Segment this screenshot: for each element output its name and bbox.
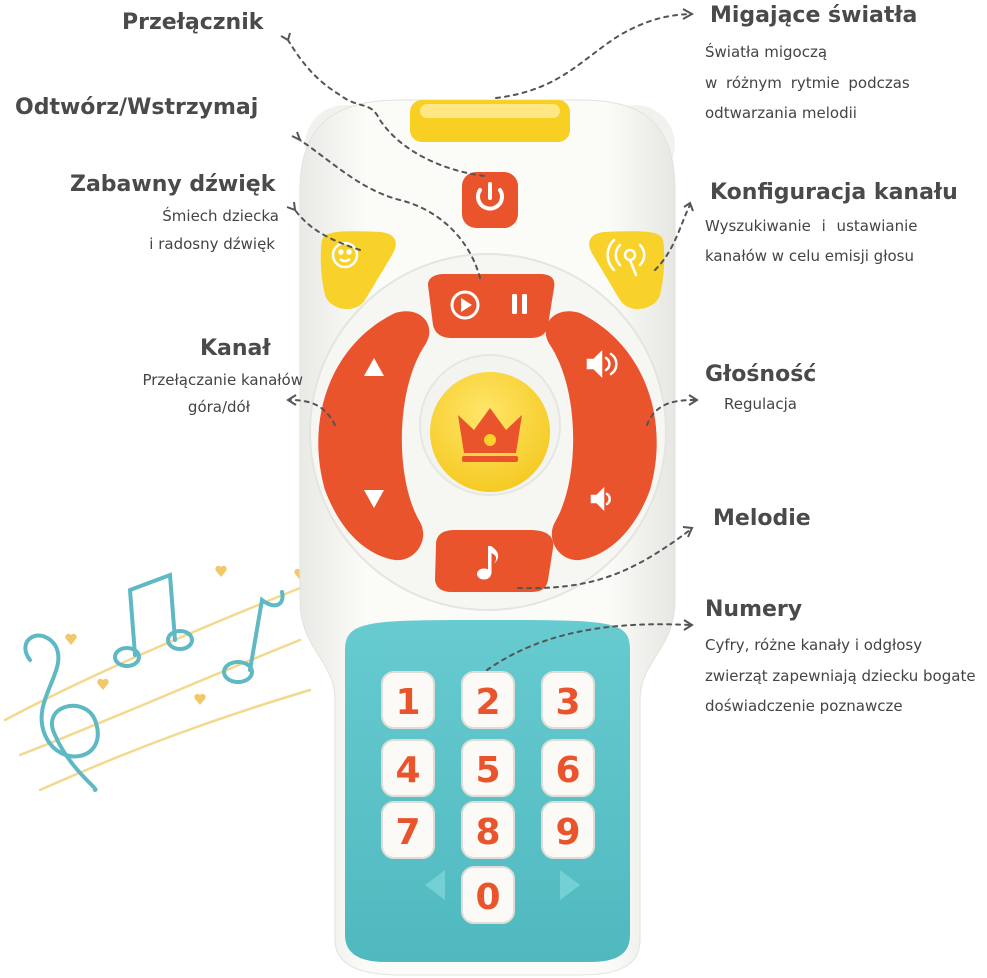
power-button[interactable] bbox=[462, 172, 518, 228]
blinking-lights-label-line3: odtwarzania melodii bbox=[705, 104, 857, 122]
melodies-button[interactable] bbox=[435, 530, 554, 592]
channel-config-label-title: Konfiguracja kanału bbox=[710, 180, 958, 205]
keypad-button-2[interactable]: 2 bbox=[461, 671, 515, 729]
channel-label-line1: Przełączanie kanałów bbox=[142, 371, 303, 389]
power-icon bbox=[476, 182, 504, 211]
keypad-digit: 1 bbox=[395, 682, 420, 723]
numbers-label-line1: Cyfry, różne kanały i odgłosy bbox=[705, 636, 923, 654]
fun-sound-label-line1: Śmiech dziecka bbox=[162, 207, 279, 225]
pause-icon bbox=[512, 294, 527, 314]
keypad-button-1[interactable]: 1 bbox=[381, 671, 435, 729]
play-icon bbox=[450, 290, 480, 320]
keypad-button-5[interactable]: 5 bbox=[461, 739, 515, 797]
baby-face-icon bbox=[331, 241, 359, 269]
keypad-digit: 3 bbox=[555, 682, 580, 723]
numbers-label-title: Numery bbox=[705, 597, 803, 622]
keypad-button-9[interactable]: 9 bbox=[541, 801, 595, 859]
channel-config-label-line1: Wyszukiwanie i ustawianie bbox=[705, 217, 918, 235]
blinking-lights-label-line2: w różnym rytmie podczas bbox=[705, 74, 910, 92]
blinking-lights-label-line1: Światła migoczą bbox=[705, 43, 828, 61]
volume-label-line1: Regulacja bbox=[724, 395, 797, 413]
signal-icon bbox=[606, 238, 646, 277]
blinking-lights-label-title: Migające światła bbox=[710, 3, 918, 28]
keypad-button-3[interactable]: 3 bbox=[541, 671, 595, 729]
volume-label-title: Głośność bbox=[705, 362, 817, 387]
channel-config-button[interactable] bbox=[589, 231, 665, 310]
volume-down-icon bbox=[590, 486, 611, 512]
arrow-up-icon bbox=[364, 358, 384, 376]
keypad-button-6[interactable]: 6 bbox=[541, 739, 595, 797]
keypad-digit: 6 bbox=[555, 750, 580, 791]
keypad-digit: 0 bbox=[475, 877, 500, 918]
numbers-label-line3: doświadczenie poznawcze bbox=[705, 697, 903, 715]
keypad-button-4[interactable]: 4 bbox=[381, 739, 435, 797]
keypad-digit: 2 bbox=[475, 682, 500, 723]
channel-label-title: Kanał bbox=[200, 336, 271, 361]
keypad-digit: 5 bbox=[475, 750, 500, 791]
keypad-digit: 4 bbox=[395, 750, 420, 791]
keypad: 1 2 3 4 5 6 7 8 9 0 bbox=[381, 671, 595, 924]
crown-button[interactable] bbox=[419, 354, 561, 496]
channel-label-line2: góra/dół bbox=[187, 398, 250, 416]
keypad-button-0[interactable]: 0 bbox=[461, 866, 515, 924]
fun-sound-button[interactable] bbox=[320, 231, 396, 310]
fun-sound-label-line2: i radosny dźwięk bbox=[149, 235, 275, 253]
keypad-button-8[interactable]: 8 bbox=[461, 801, 515, 859]
volume-button[interactable] bbox=[545, 311, 657, 561]
keypad-digit: 9 bbox=[555, 812, 580, 853]
melodies-label-title: Melodie bbox=[713, 506, 811, 531]
keypad-digit: 8 bbox=[475, 812, 500, 853]
play-pause-button[interactable] bbox=[428, 274, 555, 338]
connector-arrowheads bbox=[280, 8, 699, 631]
blinking-light-bar bbox=[410, 100, 570, 142]
play-pause-label-title: Odtwórz/Wstrzymaj bbox=[15, 95, 259, 120]
switch-label-title: Przełącznik bbox=[122, 10, 264, 35]
numbers-label-line2: zwierząt zapewniają dziecku bogate bbox=[705, 667, 976, 685]
keypad-digit: 7 bbox=[395, 812, 420, 853]
music-decoration bbox=[3, 572, 322, 792]
music-note-icon bbox=[477, 546, 499, 580]
keypad-button-7[interactable]: 7 bbox=[381, 801, 435, 859]
channel-config-label-line2: kanałów w celu emisji głosu bbox=[705, 247, 914, 265]
fun-sound-label-title: Zabawny dźwięk bbox=[70, 172, 276, 197]
channel-button[interactable] bbox=[318, 311, 430, 561]
arrow-down-icon bbox=[364, 490, 384, 508]
connectors bbox=[287, 13, 696, 671]
crown-icon bbox=[458, 408, 522, 462]
volume-up-icon bbox=[586, 349, 618, 379]
